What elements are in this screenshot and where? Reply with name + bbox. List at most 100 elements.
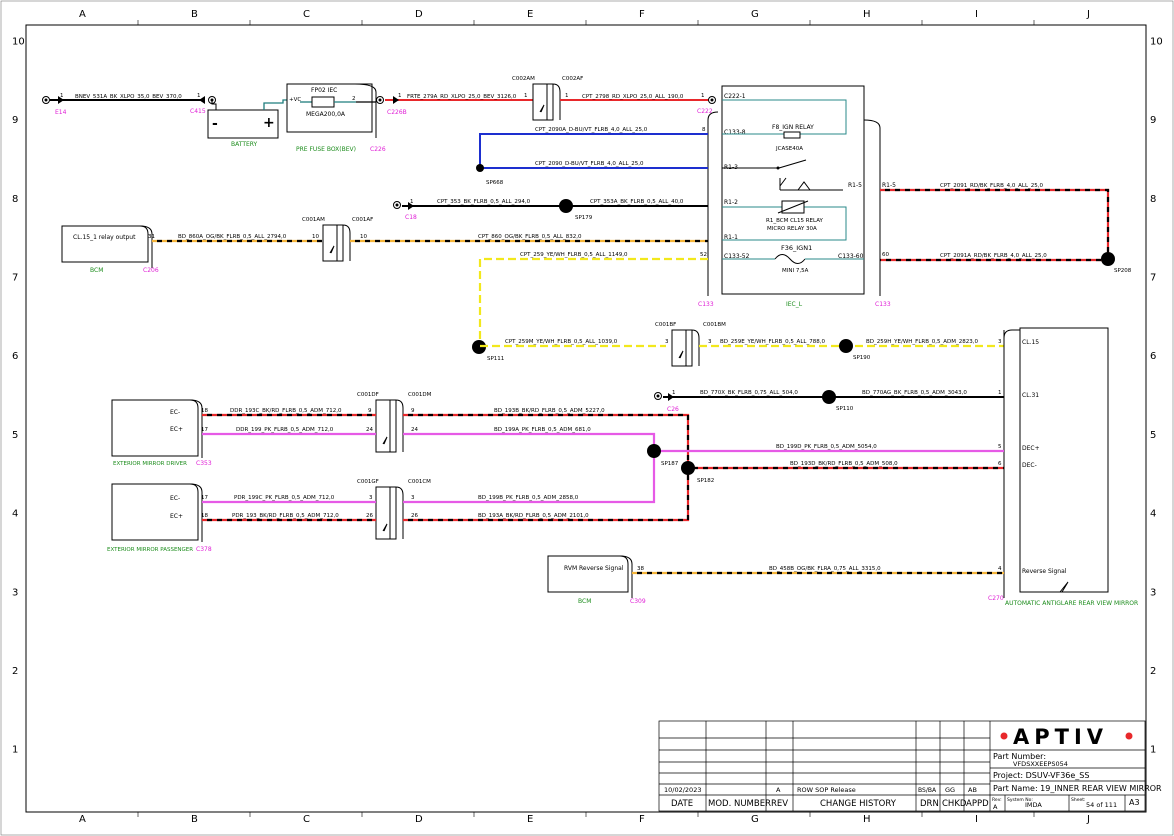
svg-text:BD_193B_BK/RD_FLRB_0,5_ADM_522: BD_193B_BK/RD_FLRB_0,5_ADM_5227,0 <box>494 408 605 414</box>
svg-text:SP110: SP110 <box>836 406 854 412</box>
svg-text:BS/BA: BS/BA <box>918 787 937 794</box>
exterior-mirror-driver: EC- EC+ EXTERIOR MIRROR DRIVER C353 <box>111 399 212 467</box>
svg-text:-: - <box>212 116 218 132</box>
svg-text:CPT_2091A_RD/BK_FLRB_4,0_ALL_2: CPT_2091A_RD/BK_FLRB_4,0_ALL_25,0 <box>940 253 1047 259</box>
svg-text:A: A <box>993 803 998 811</box>
svg-text:C133-8: C133-8 <box>724 129 746 136</box>
row-marker: 8 <box>1150 194 1156 205</box>
svg-text:BD_199D_PK_FLRB_0,5_ADM_5054,0: BD_199D_PK_FLRB_0,5_ADM_5054,0 <box>776 444 877 450</box>
bcm-cl15-box <box>61 225 149 263</box>
svg-text:C133: C133 <box>698 301 714 308</box>
svg-text:18: 18 <box>201 408 208 414</box>
terminal-c18[interactable] <box>393 201 401 209</box>
splice-sp182[interactable] <box>681 461 695 475</box>
wire-770: C26 1 BD_770X_BK_FLRB_0,75_ALL_504,0 SP1… <box>654 390 1004 413</box>
row-marker: 6 <box>1150 351 1156 362</box>
svg-text:10: 10 <box>312 234 319 240</box>
svg-text:C001DF: C001DF <box>357 392 379 398</box>
feed-c222: 1 FRTE_279A_RD_XLPO_25,0_BEV_3126,0 1 C0… <box>385 76 716 121</box>
svg-text:SP179: SP179 <box>575 215 593 221</box>
svg-text:MINI 7,5A: MINI 7,5A <box>782 268 809 274</box>
svg-text:54 of 111: 54 of 111 <box>1086 801 1117 809</box>
svg-text:C226B: C226B <box>387 109 407 116</box>
terminal-c222[interactable] <box>708 96 716 104</box>
svg-text:1: 1 <box>565 93 569 99</box>
svg-text:DATE: DATE <box>671 799 693 809</box>
svg-text:24: 24 <box>366 427 373 433</box>
svg-text:31: 31 <box>148 234 155 240</box>
column-marker: H <box>863 814 871 825</box>
row-marker: 6 <box>12 351 18 362</box>
svg-text:Part Number:: Part Number: <box>993 752 1046 761</box>
svg-text:BATTERY: BATTERY <box>231 141 258 148</box>
terminal-c226b[interactable] <box>376 96 384 104</box>
svg-text:R1_BCM CL15 RELAY: R1_BCM CL15 RELAY <box>766 218 824 224</box>
splice-sp179[interactable] <box>559 199 573 213</box>
svg-text:+VC: +VC <box>289 97 301 103</box>
svg-text:R1-5: R1-5 <box>848 182 862 189</box>
svg-text:F36_IGN1: F36_IGN1 <box>781 244 812 252</box>
svg-text:C002AF: C002AF <box>562 76 583 82</box>
battery-group: E14 1 BNEV_531A_BK_XLPO_35,0_BEV_370,0 1… <box>42 83 407 153</box>
row-marker: 5 <box>1150 430 1156 441</box>
row-marker: 7 <box>1150 272 1156 283</box>
column-marker: F <box>639 814 645 825</box>
column-marker: D <box>415 9 423 20</box>
title-block-text: APTIV Part Number: VFDSXXEEPS054 Project… <box>664 725 1162 811</box>
svg-text:60: 60 <box>882 252 889 258</box>
svg-text:1: 1 <box>197 93 201 99</box>
svg-text:1: 1 <box>701 93 705 99</box>
column-marker: E <box>527 814 533 825</box>
svg-text:SP190: SP190 <box>853 355 871 361</box>
svg-text:CPT_2091_RD/BK_FLRB_4,0_ALL_25: CPT_2091_RD/BK_FLRB_4,0_ALL_25,0 <box>940 183 1044 189</box>
splice-sp208[interactable] <box>1101 252 1115 266</box>
svg-text:CPT_860_OG/BK_FLRB_0,5_ALL_832: CPT_860_OG/BK_FLRB_0,5_ALL_832,0 <box>478 234 582 240</box>
svg-text:C001DM: C001DM <box>408 392 432 398</box>
svg-text:EC+: EC+ <box>170 426 183 433</box>
svg-text:C001AF: C001AF <box>352 217 373 223</box>
splice-sp110[interactable] <box>822 390 836 404</box>
row-marker: 2 <box>1150 666 1156 677</box>
svg-text:17: 17 <box>201 427 208 433</box>
svg-text:FP02 IEC: FP02 IEC <box>311 87 337 94</box>
svg-text:C001CM: C001CM <box>408 479 431 485</box>
svg-text:EXTERIOR MIRROR PASSENGER: EXTERIOR MIRROR PASSENGER <box>107 547 193 553</box>
auto-antiglare-mirror: CL.15 CL.31 DEC+ DEC- Reverse Signal C27… <box>988 327 1138 607</box>
bcm-rvm-group: RVM Reverse Signal BCM C309 38 BD_458B_O… <box>547 555 1004 605</box>
svg-text:C002AM: C002AM <box>512 76 535 82</box>
svg-text:SP111: SP111 <box>487 356 504 362</box>
splice-sp111[interactable] <box>472 340 486 354</box>
svg-text:BCM: BCM <box>578 598 591 605</box>
terminal-e14[interactable] <box>42 96 50 104</box>
terminal-c26[interactable] <box>654 392 662 400</box>
row-marker: 9 <box>12 115 18 126</box>
svg-text:CPT_259M_YE/WH_FLRB_0,5_ALL_10: CPT_259M_YE/WH_FLRB_0,5_ALL_1039,0 <box>505 339 618 345</box>
row-marker: 10 <box>1150 36 1163 47</box>
aptiv-dot-left <box>1000 732 1008 740</box>
svg-text:BD_259E_YE/WH_FLRB_0,5_ALL_788: BD_259E_YE/WH_FLRB_0,5_ALL_788,0 <box>720 339 825 345</box>
passenger-wires: 17 PDR_199C_PK_FLRB_0,5_ADM_712,0 3 18 P… <box>201 451 690 522</box>
svg-text:9: 9 <box>411 408 415 414</box>
svg-text:8: 8 <box>702 127 706 133</box>
splice-sp190[interactable] <box>839 339 853 353</box>
svg-text:DDR_199_PK_FLRB_0,5_ADM_712,0: DDR_199_PK_FLRB_0,5_ADM_712,0 <box>236 427 334 433</box>
svg-text:BD_199B_PK_FLRB_0,5_ADM_2858,0: BD_199B_PK_FLRB_0,5_ADM_2858,0 <box>478 495 579 501</box>
row-marker: 9 <box>1150 115 1156 126</box>
svg-text:6: 6 <box>998 461 1002 467</box>
svg-text:PRE FUSE BOX(BEV): PRE FUSE BOX(BEV) <box>296 146 356 153</box>
svg-text:38: 38 <box>637 566 644 572</box>
svg-text:IEC_L: IEC_L <box>786 301 803 308</box>
svg-text:BD_199A_PK_FLRB_0,5_ADM_681,0: BD_199A_PK_FLRB_0,5_ADM_681,0 <box>494 427 591 433</box>
splice-sp187[interactable] <box>647 444 661 458</box>
column-marker: I <box>975 9 978 20</box>
svg-text:9: 9 <box>368 408 372 414</box>
svg-text:C001GF: C001GF <box>357 479 379 485</box>
svg-text:GG: GG <box>945 786 955 794</box>
prefuse-box <box>286 83 373 133</box>
splice-sp668[interactable] <box>476 164 484 172</box>
svg-text:BD_193A_BK/RD_FLRB_0,5_ADM_210: BD_193A_BK/RD_FLRB_0,5_ADM_2101,0 <box>478 513 589 519</box>
driver-wires: 18 DDR_193C_BK/RD_FLRB_0,5_ADM_712,0 9 1… <box>201 408 690 470</box>
svg-text:VFDSXXEEPS054: VFDSXXEEPS054 <box>1013 760 1068 768</box>
row-marker: 5 <box>12 430 18 441</box>
column-marker: F <box>639 9 645 20</box>
